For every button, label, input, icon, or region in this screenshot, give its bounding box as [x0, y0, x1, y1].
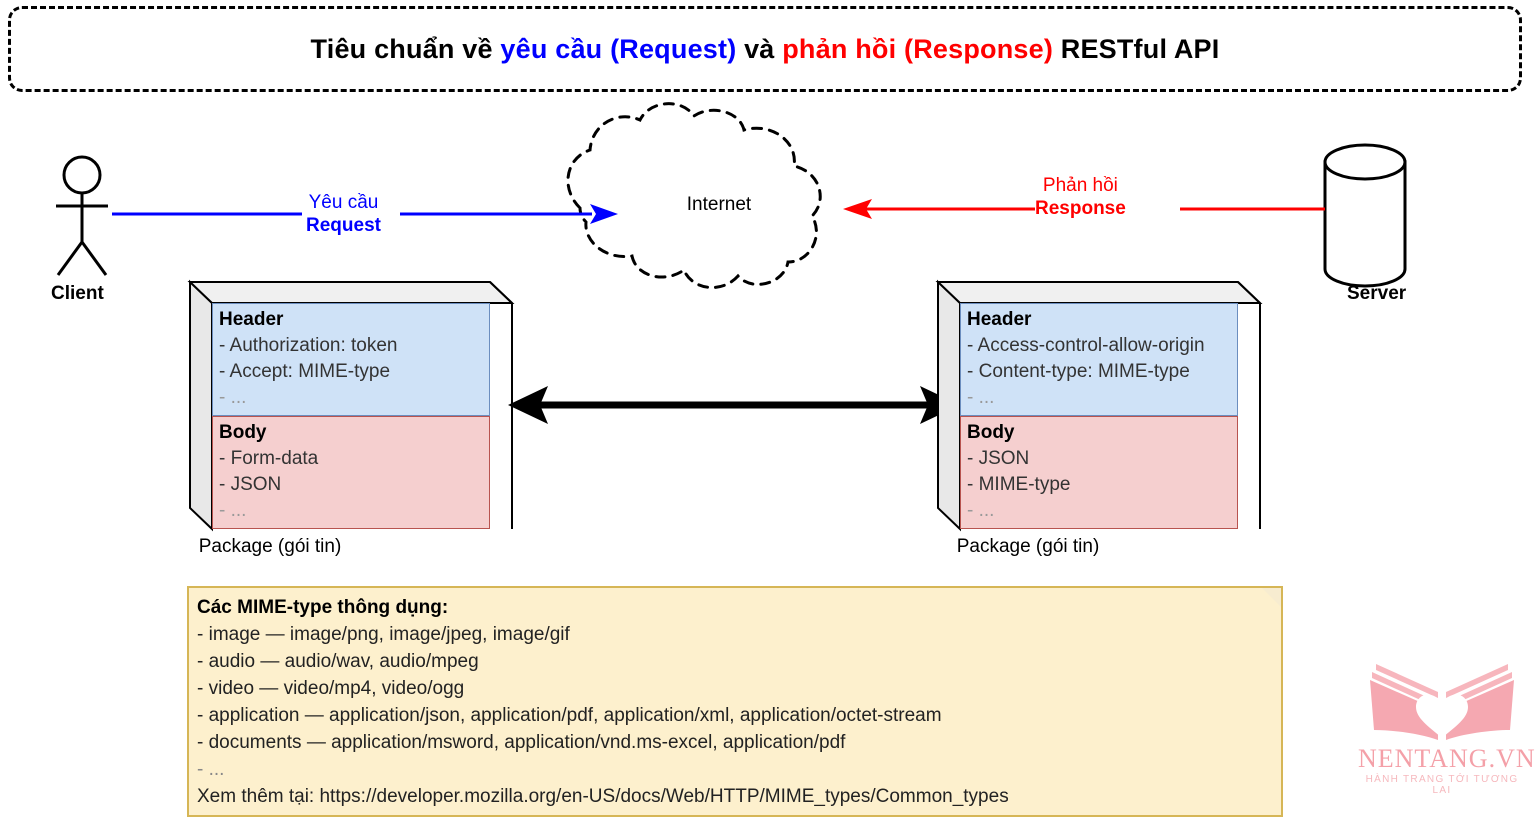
- note-line: - audio — audio/wav, audio/mpeg: [197, 651, 479, 672]
- note-line: - ...: [197, 759, 225, 780]
- title-request-highlight: yêu cầu (Request): [500, 33, 737, 64]
- request-label-vi: Yêu cầu: [308, 192, 379, 213]
- title-response-highlight: phản hồi (Response): [782, 33, 1054, 64]
- note-fold-inner-icon: [1262, 588, 1281, 607]
- page-title: Tiêu chuẩn về yêu cầu (Request) và phản …: [311, 34, 1220, 65]
- request-body-item: - ...: [219, 500, 247, 521]
- response-edge-label: Phản hồi Response: [1035, 174, 1126, 220]
- note-reference-link[interactable]: Xem thêm tại: https://developer.mozilla.…: [197, 786, 1009, 807]
- request-body-title: Body: [219, 422, 267, 443]
- internet-label: Internet: [686, 194, 752, 215]
- response-header-item: - ...: [967, 387, 995, 408]
- request-label-en: Request: [306, 215, 381, 236]
- request-package-caption: Package (gói tin): [198, 536, 342, 557]
- note-title: Các MIME-type thông dụng:: [197, 597, 449, 618]
- response-header-section: Header - Access-control-allow-origin - C…: [960, 303, 1238, 416]
- server-label: Server: [1347, 283, 1407, 304]
- request-package-face: Header - Authorization: token - Accept: …: [212, 303, 490, 529]
- client-label: Client: [51, 283, 104, 304]
- request-package: Header - Authorization: token - Accept: …: [190, 282, 490, 529]
- response-body-item: - JSON: [967, 448, 1030, 469]
- request-header-item: - Authorization: token: [219, 335, 398, 356]
- response-package-face: Header - Access-control-allow-origin - C…: [960, 303, 1238, 529]
- response-package-caption: Package (gói tin): [956, 536, 1100, 557]
- request-body-item: - JSON: [219, 474, 282, 495]
- response-body-title: Body: [967, 422, 1015, 443]
- note-line: - image — image/png, image/jpeg, image/g…: [197, 624, 570, 645]
- request-body-item: - Form-data: [219, 448, 319, 469]
- book-heart-logo-icon: [1370, 664, 1514, 740]
- nentang-logo: NENTANG.VN HÀNH TRANG TỚI TƯƠNG LAI: [1358, 648, 1536, 810]
- response-body-item: - MIME-type: [967, 474, 1071, 495]
- title-suffix: RESTful API: [1053, 33, 1220, 64]
- note-line: - application — application/json, applic…: [197, 705, 942, 726]
- response-label-en: Response: [1035, 198, 1126, 219]
- request-header-section: Header - Authorization: token - Accept: …: [212, 303, 490, 416]
- server-database-icon: [1323, 143, 1407, 288]
- response-header-title: Header: [967, 309, 1032, 330]
- title-middle: và: [736, 33, 783, 64]
- client-actor-icon: [56, 155, 108, 276]
- mime-types-note: Các MIME-type thông dụng: - image — imag…: [187, 586, 1283, 817]
- title-banner: Tiêu chuẩn về yêu cầu (Request) và phản …: [8, 6, 1522, 92]
- request-body-section: Body - Form-data - JSON - ...: [212, 416, 490, 529]
- logo-wordmark: NENTANG.VN: [1358, 744, 1536, 773]
- response-header-item: - Access-control-allow-origin: [967, 335, 1205, 356]
- request-edge-label: Yêu cầu Request: [306, 191, 381, 237]
- response-body-section: Body - JSON - MIME-type - ...: [960, 416, 1238, 529]
- note-line: - documents — application/msword, applic…: [197, 732, 846, 753]
- request-header-item: - ...: [219, 387, 247, 408]
- response-header-item: - Content-type: MIME-type: [967, 361, 1190, 382]
- response-label-vi: Phản hồi: [1042, 175, 1118, 196]
- response-body-item: - ...: [967, 500, 995, 521]
- logo-tagline: HÀNH TRANG TỚI TƯƠNG LAI: [1365, 774, 1519, 796]
- response-package: Header - Access-control-allow-origin - C…: [938, 282, 1238, 529]
- note-line: - video — video/mp4, video/ogg: [197, 678, 465, 699]
- package-exchange-arrow: [508, 386, 960, 424]
- request-header-title: Header: [219, 309, 284, 330]
- title-prefix: Tiêu chuẩn về: [310, 33, 501, 64]
- request-header-item: - Accept: MIME-type: [219, 361, 391, 382]
